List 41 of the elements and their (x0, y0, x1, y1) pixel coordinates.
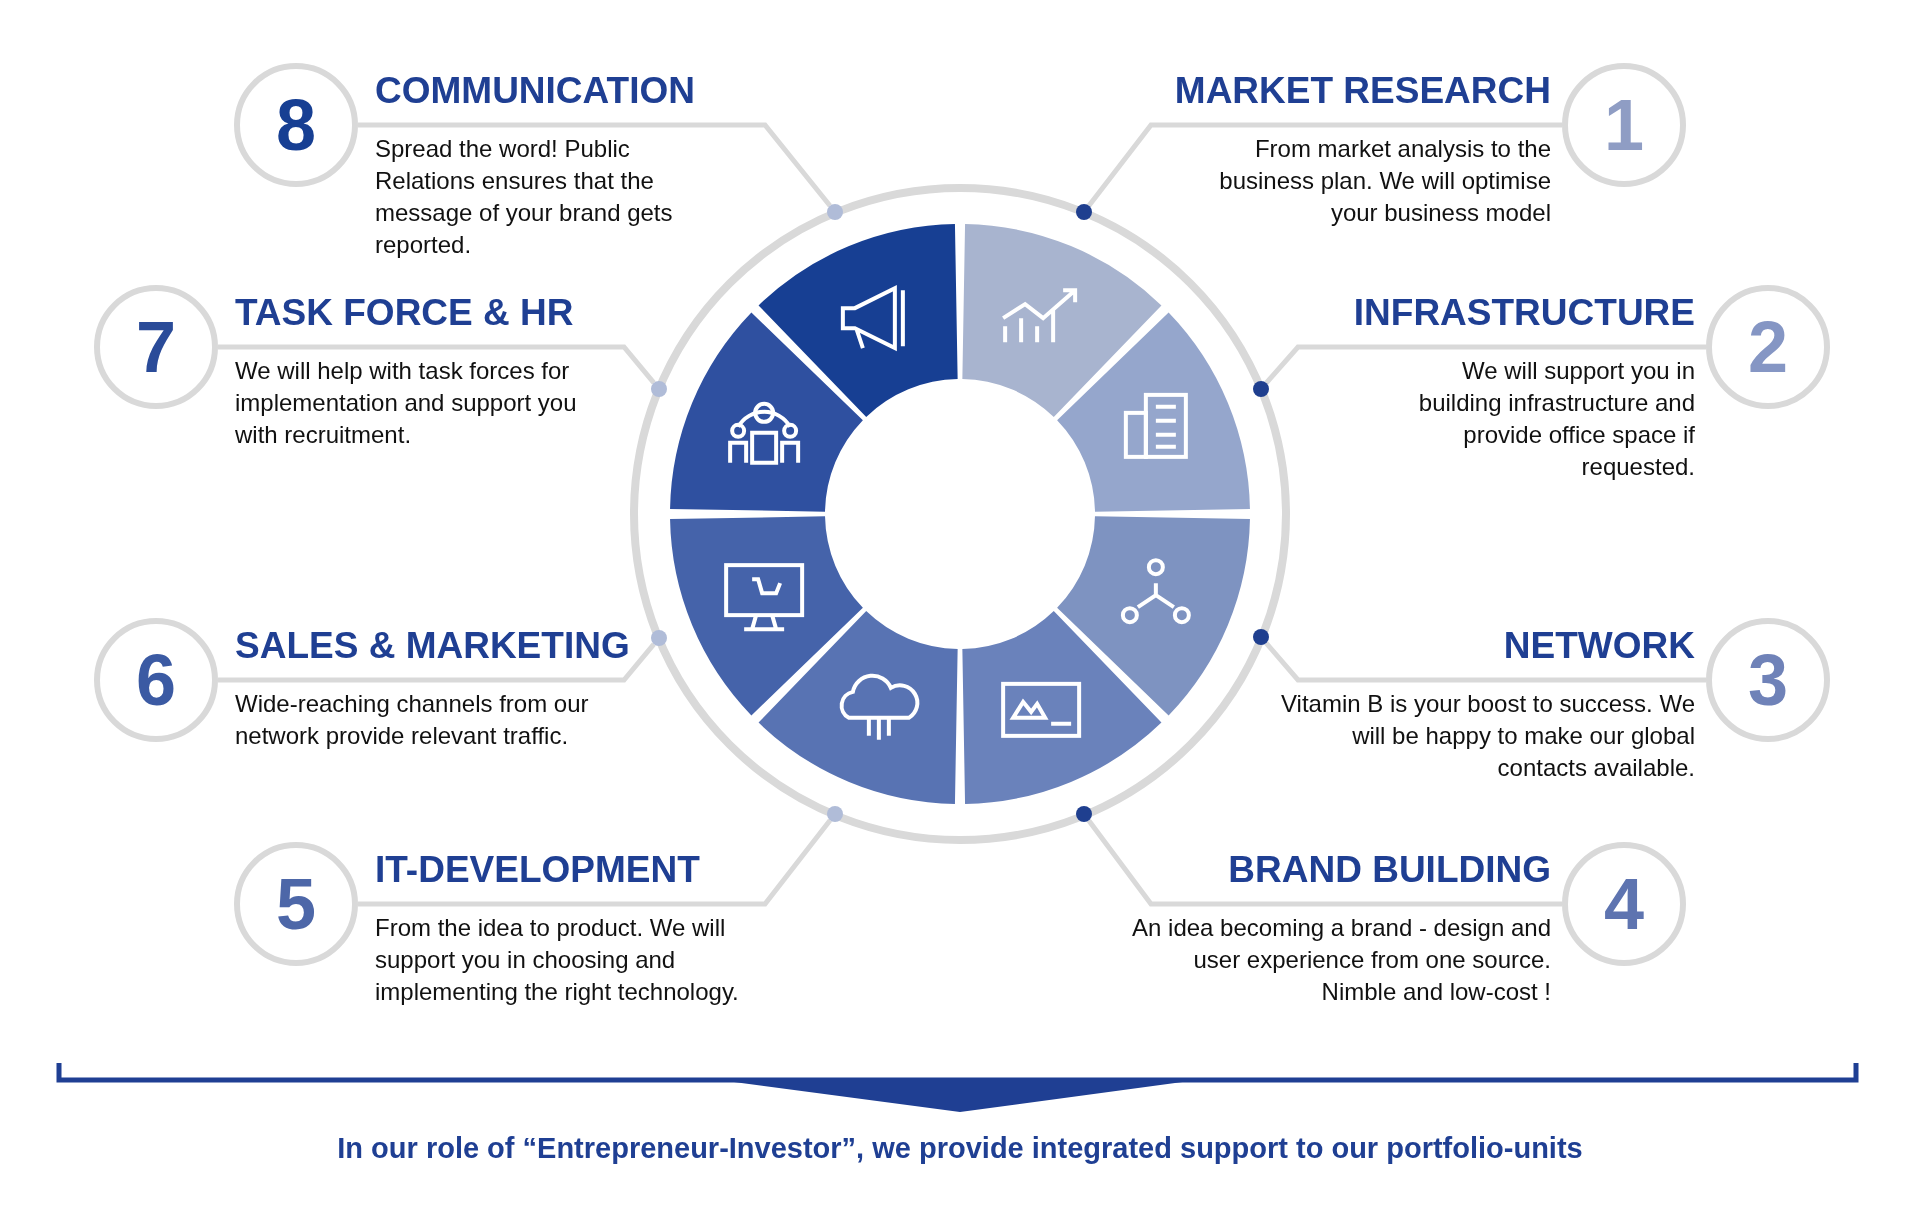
connection-dot (1076, 806, 1092, 822)
number-circle: 5 (234, 842, 358, 966)
number-circle: 7 (94, 285, 218, 409)
number-circle: 3 (1706, 618, 1830, 742)
leader-line (358, 818, 833, 907)
leader-line (358, 122, 832, 208)
number-circle: 6 (94, 618, 218, 742)
section-heading: BRAND BUILDING (1228, 848, 1551, 892)
connection-dot (651, 630, 667, 646)
leader-line (1264, 344, 1706, 385)
section-heading: SALES & MARKETING (235, 624, 630, 668)
description-text: From the idea to product. We will support you in choosing and implementing the right technology. (375, 913, 740, 1007)
connection-dot (1076, 204, 1092, 220)
number-circle: 1 (1562, 63, 1686, 187)
number-circle: 8 (234, 63, 358, 187)
section-heading: NETWORK (1503, 624, 1695, 668)
connection-dot (651, 381, 667, 397)
leader-line (1264, 641, 1706, 683)
caption: In our role of “Entrepreneur-Investor”, we provide integrated support to our portfolio-units (336, 1132, 1584, 1165)
section-heading: MARKET RESEARCH (1174, 69, 1551, 113)
section-heading: COMMUNICATION (375, 69, 695, 113)
section-heading: INFRASTRUCTURE (1353, 291, 1695, 335)
section-heading: IT-DEVELOPMENT (375, 848, 700, 892)
description-text: We will support you in building infrastructure and provide office space if requested. (1417, 356, 1695, 482)
description-text: Vitamin B is your boost to success. We will be happy to make our global contacts available. (1280, 689, 1695, 783)
leader-line (1086, 122, 1562, 208)
section-heading: TASK FORCE & HR (235, 291, 574, 335)
connection-dot (827, 204, 843, 220)
description-text: An idea becoming a brand - design and user experience from one source. Nimble and low-cost ! (1131, 913, 1551, 1007)
connection-dot (1253, 629, 1269, 645)
description-text: We will help with task forces for implementation and support you with recruitment. (235, 356, 578, 450)
description-text: Spread the word! Public Relations ensures that the message of your brand gets reported. (375, 134, 674, 260)
connection-dot (827, 806, 843, 822)
description-text: Wide-reaching channels from our network provide relevant traffic. (235, 689, 590, 751)
connection-dot (1253, 381, 1269, 397)
leader-line (218, 642, 656, 683)
leader-line (218, 344, 656, 385)
number-circle: 4 (1562, 842, 1686, 966)
leader-line (1086, 818, 1562, 907)
number-circle: 2 (1706, 285, 1830, 409)
description-text: From market analysis to the business plan. We will optimise your business model (1218, 134, 1551, 228)
